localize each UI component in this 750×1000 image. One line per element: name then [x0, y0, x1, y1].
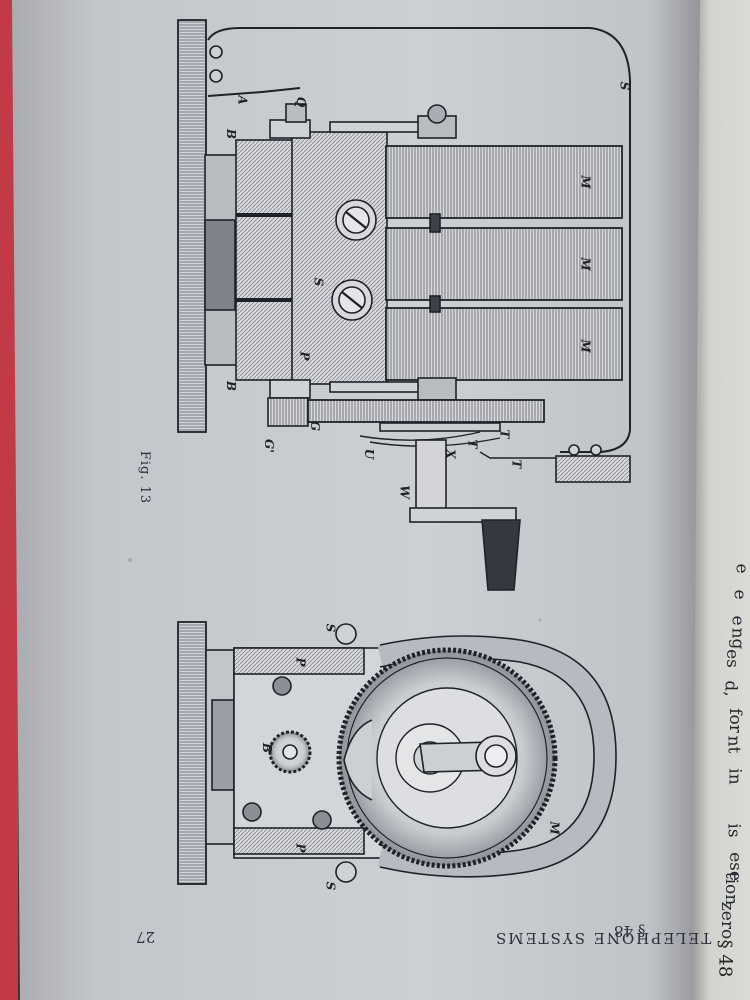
label-G-prime: G'	[261, 439, 276, 453]
end-view-drawing	[177, 621, 617, 885]
label-B-top: B	[224, 128, 239, 140]
next-page-fragment: e	[727, 615, 748, 626]
label-T-1: T	[497, 429, 512, 439]
label-M-1: M	[578, 175, 593, 189]
next-page-fragment: zero	[717, 901, 738, 940]
label-M-end: M	[547, 821, 562, 835]
side-view-drawing	[177, 19, 631, 591]
binding-cloth	[0, 0, 18, 1000]
label-U: U	[362, 448, 377, 460]
next-page-fragment: tion	[721, 871, 742, 906]
label-P-end-top: P	[293, 657, 308, 667]
next-page-fragment: d,	[720, 680, 741, 697]
next-page-fragment: for	[724, 708, 745, 733]
next-page-fragment: es	[721, 649, 742, 668]
label-S-end-top: S	[323, 623, 338, 633]
next-page	[692, 0, 750, 1000]
next-page-section-mark: § 48	[714, 939, 736, 978]
next-page-fragment: e	[731, 563, 750, 574]
label-M-3: M	[578, 339, 593, 353]
section-mark: § 48	[614, 922, 646, 940]
label-Q: Q	[294, 96, 309, 108]
label-W: W	[397, 485, 412, 499]
label-X: X	[443, 449, 458, 459]
label-S-magnet-loop: S	[617, 81, 632, 91]
label-P: P	[297, 351, 312, 361]
label-T-3: T	[465, 439, 480, 449]
label-A: A	[235, 95, 250, 105]
label-S-end-bottom: S	[323, 881, 338, 891]
running-head: TELEPHONE SYSTEMS	[494, 929, 712, 947]
next-page-fragment: in	[724, 768, 745, 785]
next-page-fragment: e	[729, 589, 750, 600]
page-number: 27	[136, 928, 156, 946]
next-page-fragment: ng	[727, 627, 748, 650]
label-M-2: M	[578, 257, 593, 271]
label-S-screw: S	[311, 277, 326, 287]
label-G: G	[308, 420, 323, 432]
next-page-fragment: nt	[723, 735, 744, 754]
label-T-2: T	[509, 459, 524, 469]
label-B-bottom: B	[224, 380, 239, 392]
next-page-fragment: is	[723, 823, 744, 838]
figure-caption: Fig. 13	[137, 450, 153, 505]
label-B-end: B	[260, 742, 275, 754]
label-P-end-bottom: P	[293, 843, 308, 853]
